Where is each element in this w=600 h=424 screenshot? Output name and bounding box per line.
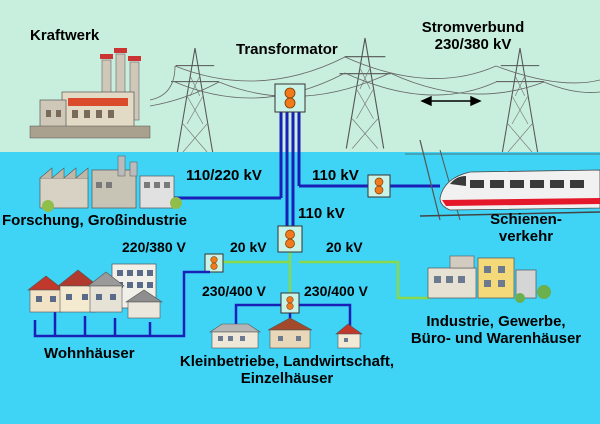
bottom-transformer [280,292,300,314]
rail-label: Schienen- verkehr [486,211,566,246]
voltage-230-400-left-label: 230/400 V [202,283,266,299]
rail-label-line1: Schienen- [490,211,562,228]
voltage-110-220-label: 110/220 kV [186,167,262,184]
grid-label-line2: 230/380 kV [434,35,512,53]
small-business-label: Kleinbetriebe, Landwirtschaft, Einzelhäu… [168,353,406,388]
residential-transformer [204,253,224,273]
center-transformer [277,225,303,253]
industrial-buildings-illustration [427,255,551,303]
power-plant-label: Kraftwerk [30,27,100,44]
bidirectional-arrow-icon [420,95,482,107]
industry-label-line1: Industrie, Gewerbe, [426,313,566,330]
small-business-label-line1: Kleinbetriebe, Landwirtschaft, [179,353,395,370]
rail-transformer [367,174,391,198]
voltage-110-center-label: 110 kV [298,205,345,222]
power-plant-illustration [29,48,151,139]
grid-label: Stromverbund 230/380 kV [418,19,528,54]
main-transformer [274,83,306,113]
grid-label-line1: Stromverbund [421,19,525,36]
medium-voltage-lines [223,250,430,300]
small-buildings-illustration [209,317,363,349]
voltage-220-380-label: 220/380 V [122,239,186,255]
factory-illustration [39,155,182,212]
industry-label-line2: Büro- und Warenhäuser [410,329,582,347]
voltage-110-right-label: 110 kV [312,167,359,184]
residential-label: Wohnhäuser [44,345,135,362]
voltage-20-right-label: 20 kV [326,239,363,255]
small-business-label-line2: Einzelhäuser [240,369,334,387]
industry-label: Industrie, Gewerbe, Büro- und Warenhäuse… [398,313,594,348]
transformer-label: Transformator [236,41,338,58]
research-industry-label: Forschung, Großindustrie [2,212,188,229]
residential-lines [33,270,210,338]
overhead-wires [149,56,600,107]
residential-houses-illustration [27,263,163,319]
voltage-20-left-label: 20 kV [230,239,267,255]
voltage-230-400-right-label: 230/400 V [304,283,368,299]
rail-label-line2: verkehr [498,227,554,245]
train-illustration [405,139,600,221]
